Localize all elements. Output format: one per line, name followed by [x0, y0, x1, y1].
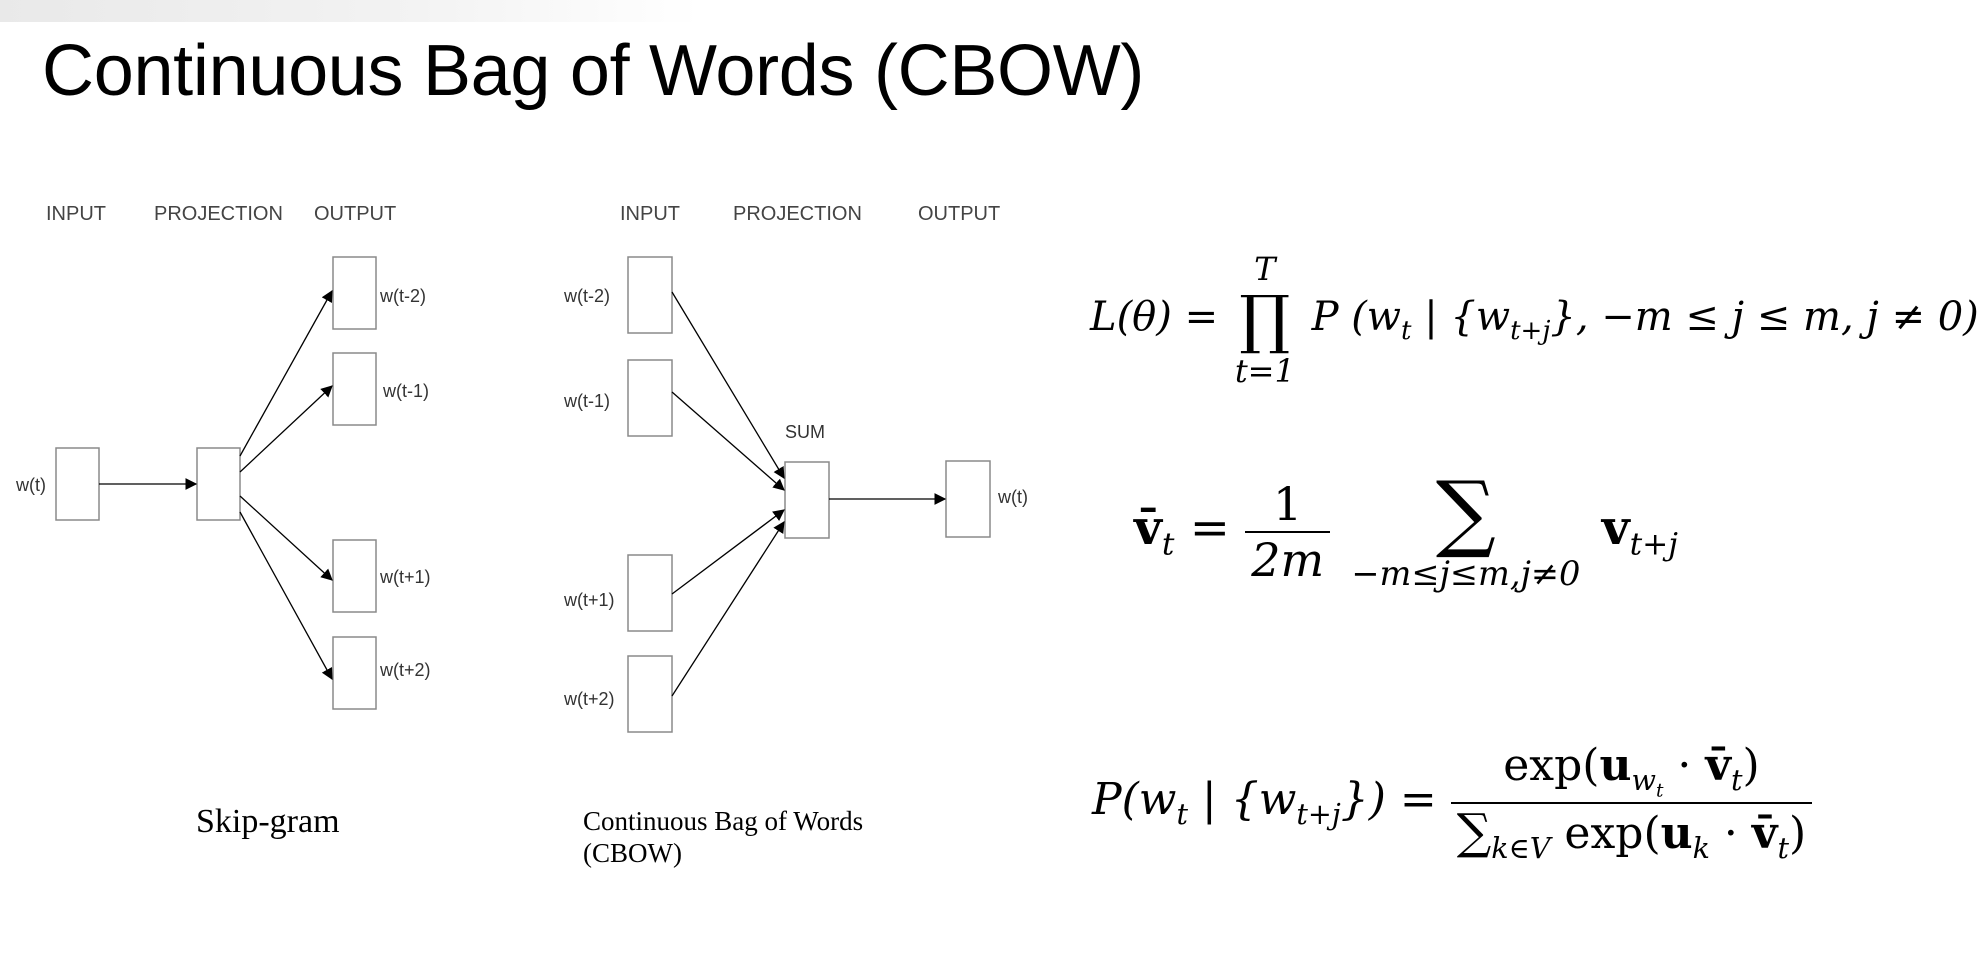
softmax-denominator: ∑k∈V exp(uk · v̄t): [1456, 803, 1807, 865]
skipgram-diagram: INPUT PROJECTION OUTPUT w(t) w(t-2) w(t-…: [15, 203, 431, 840]
cbow-caption-line-1: Continuous Bag of Words: [583, 806, 863, 836]
cbow-input-node-2: [627, 359, 673, 437]
cbow-arrow-in-3: [671, 509, 785, 595]
likelihood-body: P (wt | {wt+j}, −m ≤ j ≤ m, j ≠ 0): [1311, 294, 1979, 346]
skipgram-input-node: [55, 447, 100, 521]
skipgram-arrow-out-4: [239, 511, 333, 681]
softmax-numerator: exp(uwt · v̄t): [1450, 740, 1813, 804]
skipgram-output-node-1: [332, 256, 377, 330]
skipgram-output-label-3: w(t+1): [379, 567, 431, 587]
skipgram-arrow-out-1: [239, 289, 333, 457]
cbow-input-node-4: [627, 655, 673, 733]
cbow-output-node: [945, 460, 991, 538]
skipgram-header-output: OUTPUT: [314, 203, 396, 225]
summation-operator: ∑ −m≤j≤m,j≠0: [1351, 470, 1580, 593]
average-denominator: 2m: [1251, 532, 1325, 587]
product-symbol: ∏: [1239, 283, 1291, 357]
cbow-arrow-in-1: [671, 291, 785, 480]
skipgram-output-label-4: w(t+2): [379, 660, 431, 680]
skipgram-caption: Skip-gram: [196, 803, 340, 840]
cbow-header-output: OUTPUT: [918, 203, 1000, 225]
softmax-lhs: P(wt | {wt+j}) =: [1092, 773, 1437, 831]
product-lower-limit: t=1: [1234, 352, 1295, 390]
softmax-fraction: exp(uwt · v̄t) ∑k∈V exp(uk · v̄t): [1450, 740, 1813, 865]
cbow-sum-label: SUM: [785, 422, 825, 442]
average-context-equation: v̄t = 1 2m ∑ −m≤j≤m,j≠0 vt+j: [1134, 463, 1678, 593]
likelihood-equation: L(θ) = T ∏ t=1 P (wt | {wt+j}, −m ≤ j ≤ …: [1090, 250, 1979, 390]
skipgram-output-node-2: [332, 352, 377, 426]
cbow-projection-node: [784, 461, 830, 539]
softmax-equation: P(wt | {wt+j}) = exp(uwt · v̄t) ∑k∈V exp…: [1092, 740, 1813, 865]
average-numerator: 1: [1245, 477, 1331, 533]
skipgram-header-input: INPUT: [46, 203, 106, 225]
cbow-input-label-2: w(t-1): [563, 391, 610, 411]
average-fraction: 1 2m: [1245, 477, 1331, 587]
skipgram-header-projection: PROJECTION: [154, 203, 283, 225]
cbow-arrow-in-2: [671, 391, 785, 491]
cbow-input-label-1: w(t-2): [563, 286, 610, 306]
cbow-input-node-1: [627, 256, 673, 334]
skipgram-output-node-4: [332, 636, 377, 710]
summation-symbol: ∑: [1435, 463, 1496, 561]
cbow-output-label: w(t): [997, 487, 1028, 507]
average-body: vt+j: [1601, 500, 1678, 563]
skipgram-arrow-out-2: [239, 385, 333, 473]
likelihood-lhs: L(θ) =: [1090, 294, 1219, 340]
cbow-header-input: INPUT: [620, 203, 680, 225]
top-shadow: [0, 0, 700, 22]
cbow-input-node-3: [627, 554, 673, 632]
cbow-arrow-in-4: [671, 521, 785, 697]
slide-title: Continuous Bag of Words (CBOW): [42, 31, 1145, 111]
cbow-header-projection: PROJECTION: [733, 203, 862, 225]
product-upper-limit: T: [1254, 250, 1276, 288]
cbow-caption-line-2: (CBOW): [583, 838, 682, 868]
architecture-diagrams: INPUT PROJECTION OUTPUT w(t) w(t-2) w(t-…: [15, 203, 1028, 868]
skipgram-input-label: w(t): [15, 475, 46, 495]
average-lhs: v̄t: [1134, 500, 1175, 563]
skipgram-output-label-2: w(t-1): [382, 381, 429, 401]
skipgram-output-node-3: [332, 539, 377, 613]
skipgram-projection-node: [196, 447, 241, 521]
summation-lower-limit: −m≤j≤m,j≠0: [1351, 554, 1581, 593]
skipgram-output-label-1: w(t-2): [379, 286, 426, 306]
skipgram-arrow-out-3: [239, 495, 333, 581]
cbow-input-label-3: w(t+1): [563, 590, 615, 610]
cbow-diagram: INPUT PROJECTION OUTPUT w(t-2) w(t-1) w(…: [563, 203, 1028, 868]
cbow-input-label-4: w(t+2): [563, 689, 615, 709]
product-operator: T ∏ t=1: [1235, 250, 1295, 390]
